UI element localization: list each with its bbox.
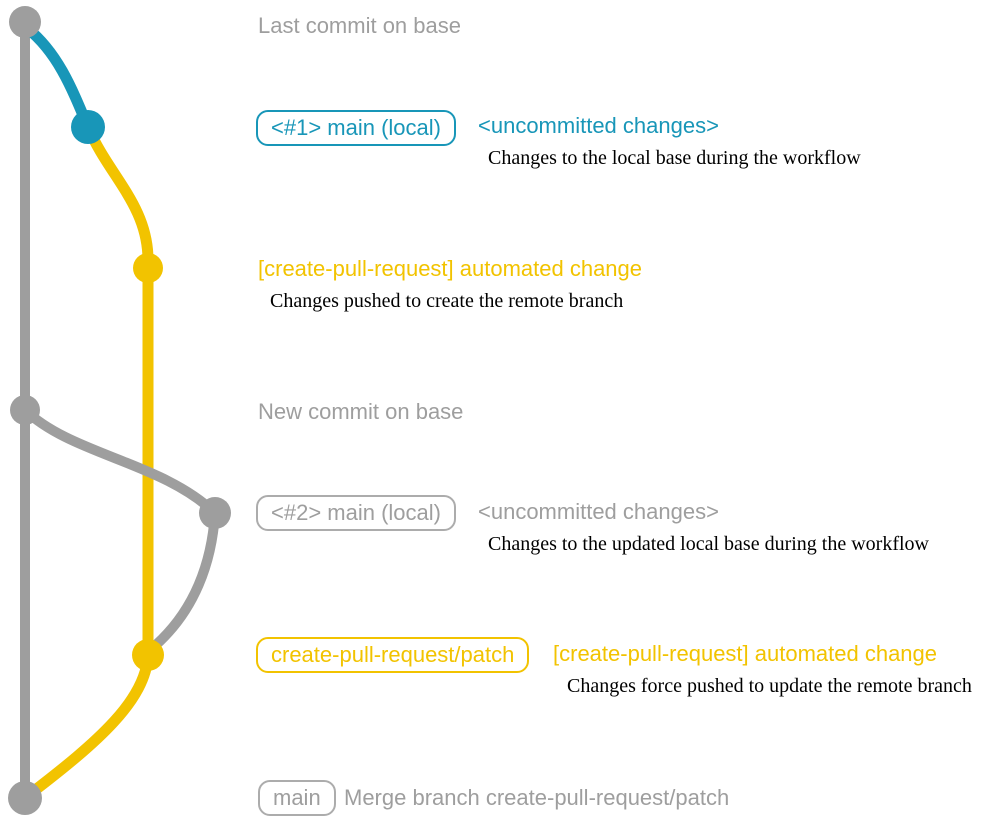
commit-graph <box>8 6 231 815</box>
merge-branch-label: Merge branch create-pull-request/patch <box>344 785 730 810</box>
commit-node-local-main-2 <box>199 497 231 529</box>
commit-node-merge <box>8 781 42 815</box>
automated-change-desc-2: Changes force pushed to update the remot… <box>567 675 972 697</box>
uncommitted-changes-heading-2: <uncommitted changes> <box>478 499 719 524</box>
commit-node-automated-change-2 <box>132 639 164 671</box>
pull-request-branch-edge <box>82 121 154 661</box>
automated-change-heading-1: [create-pull-request] automated change <box>258 256 643 281</box>
automated-change-desc-1: Changes pushed to create the remote bran… <box>270 290 624 312</box>
last-commit-on-base-label: Last commit on base <box>258 13 461 38</box>
commit-node-last-base <box>9 6 41 38</box>
automated-change-heading-2: [create-pull-request] automated change <box>553 641 938 666</box>
new-commit-on-base-label: New commit on base <box>258 399 464 424</box>
branch-badge-create-pull-request-patch: create-pull-request/patch <box>256 637 530 673</box>
branch-badge-main: main <box>258 780 336 816</box>
commit-node-new-base <box>10 395 40 425</box>
commit-node-local-main-1 <box>71 110 105 144</box>
uncommitted-changes-desc-1: Changes to the local base during the wor… <box>488 147 861 169</box>
uncommitted-changes-heading-1: <uncommitted changes> <box>478 113 719 138</box>
branch-badge-main-local-2: <#2> main (local) <box>256 495 456 531</box>
local-main-edge <box>21 22 94 133</box>
uncommitted-changes-desc-2: Changes to the updated local base during… <box>488 533 929 555</box>
updated-local-main-edge <box>20 405 221 655</box>
commit-node-automated-change-1 <box>133 253 163 283</box>
merge-edge <box>24 649 154 800</box>
branch-badge-main-local-1: <#1> main (local) <box>256 110 456 146</box>
